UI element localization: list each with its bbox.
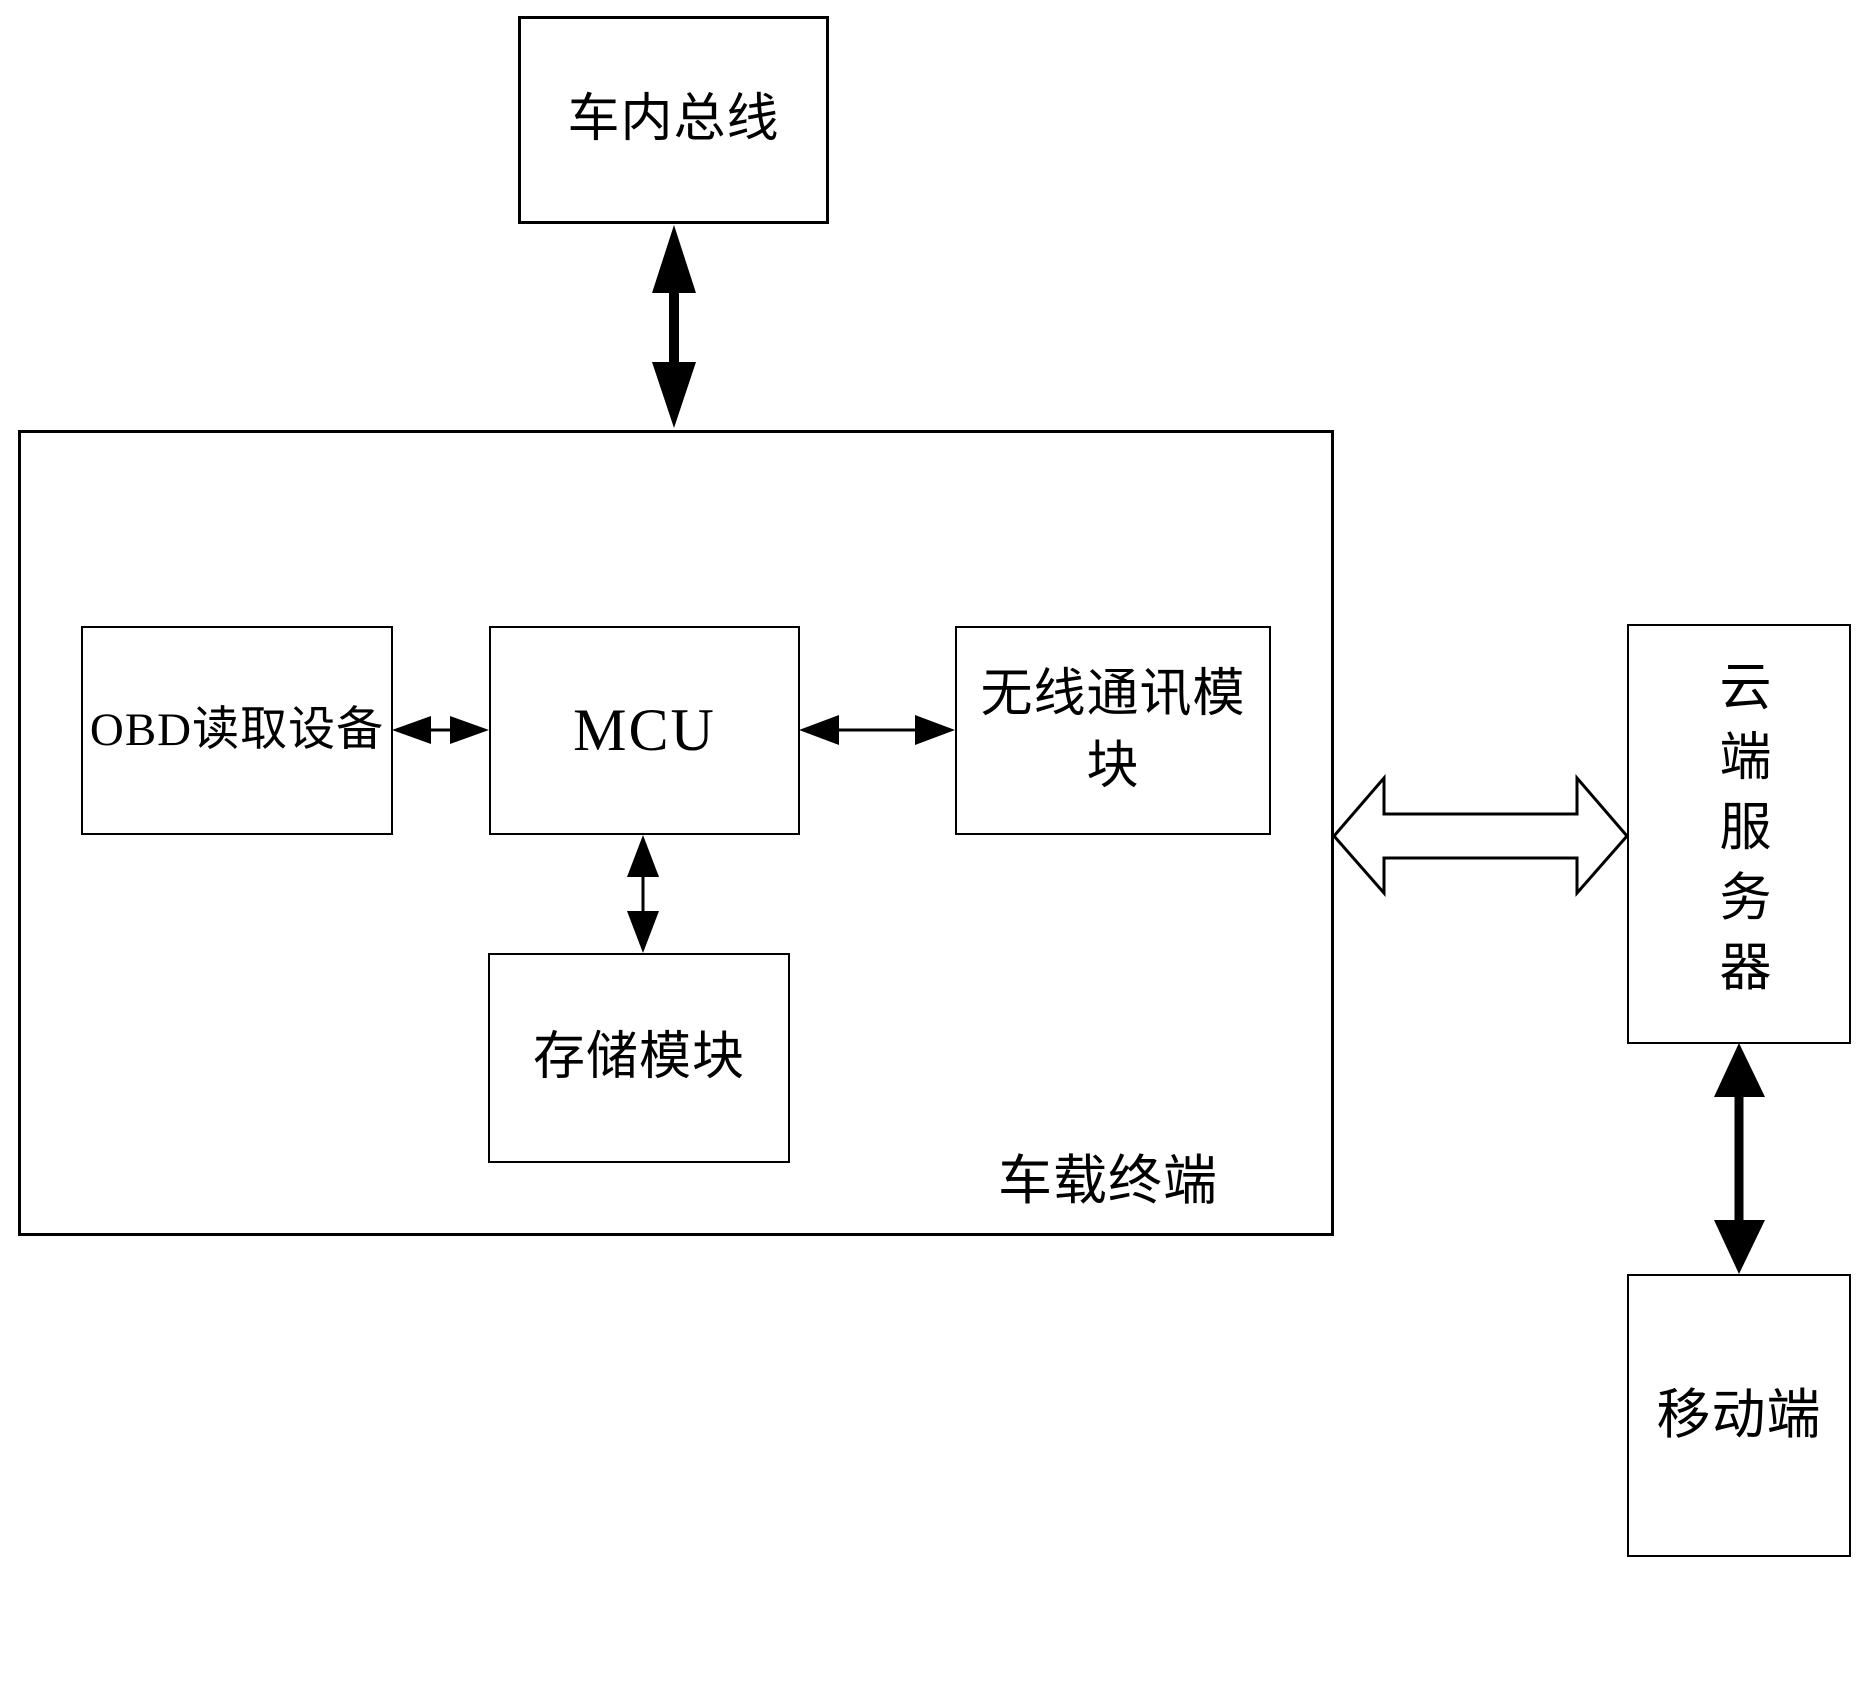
vehicle-terminal-label: 车载终端 (998, 1150, 1218, 1211)
cloud-server-label: 云端服务器 (1711, 658, 1768, 1010)
mobile-terminal-label: 移动端 (1656, 1385, 1822, 1446)
in-vehicle-bus-node: 车内总线 (518, 16, 829, 224)
mcu-node: MCU (489, 626, 800, 835)
obd-reader-node: OBD读取设备 (81, 626, 393, 835)
storage-module-node: 存储模块 (488, 953, 790, 1163)
obd-reader-label: OBD读取设备 (89, 704, 385, 757)
in-vehicle-bus-label: 车内总线 (567, 91, 780, 149)
wireless-comm-module-label: 无线通讯模块 (980, 665, 1246, 795)
bus-terminal-arrow-icon (652, 225, 696, 428)
terminal-cloud-arrow-icon (1332, 773, 1629, 897)
mobile-terminal-node: 移动端 (1627, 1274, 1851, 1557)
storage-module-label: 存储模块 (532, 1029, 745, 1087)
cloud-mobile-arrow-icon (1714, 1043, 1765, 1274)
cloud-server-node: 云端服务器 (1627, 624, 1851, 1044)
wireless-comm-module-node: 无线通讯模块 (955, 626, 1271, 835)
mcu-label: MCU (573, 697, 716, 764)
